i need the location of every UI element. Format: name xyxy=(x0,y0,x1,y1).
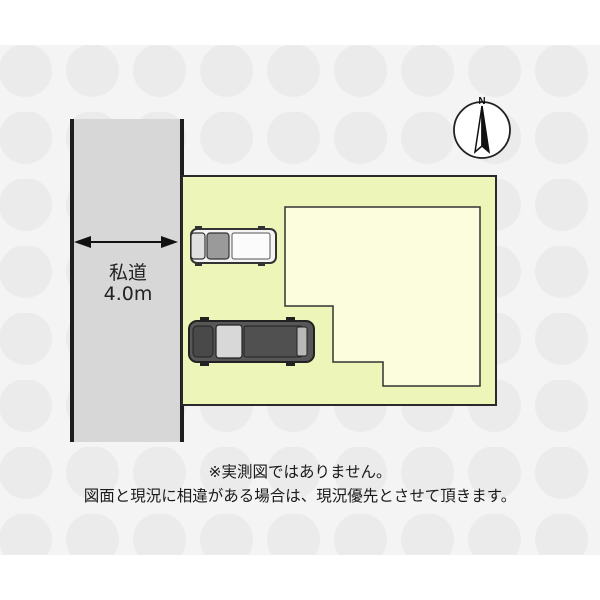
disclaimer-line-2: 図面と現況に相違がある場合は、現況優先とさせて頂きます。 xyxy=(83,487,517,505)
road-name: 私道 xyxy=(108,262,147,284)
north-compass-icon: N xyxy=(453,96,511,159)
road-width-dimension-arrow xyxy=(74,236,178,248)
building-footprint xyxy=(284,206,481,387)
private-road xyxy=(74,119,182,442)
disclaimer-line-1: ※実測図ではありません。 xyxy=(208,463,392,481)
road-left-edge xyxy=(70,119,74,442)
car-light-icon xyxy=(190,226,277,266)
road-label: 私道 4.0m xyxy=(92,263,164,305)
road-width: 4.0m xyxy=(103,283,153,305)
compass-north-label: N xyxy=(478,96,485,107)
car-dark-icon xyxy=(188,317,315,366)
